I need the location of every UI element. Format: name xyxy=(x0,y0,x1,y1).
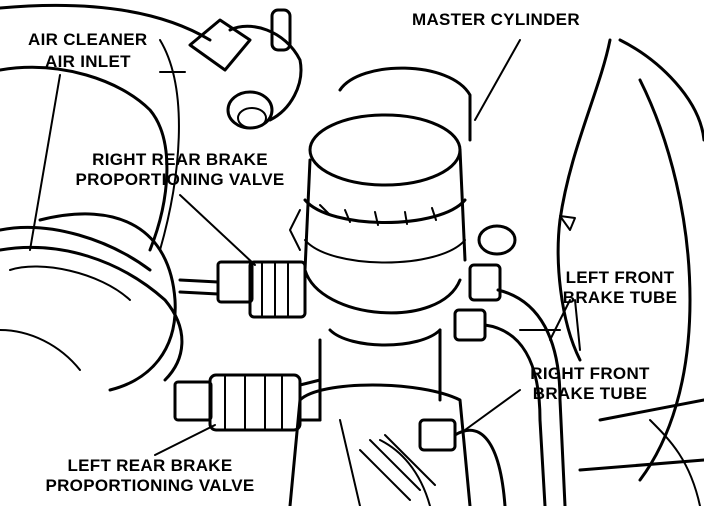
label-left-rear-valve: LEFT REAR BRAKE PROPORTIONING VALVE xyxy=(25,456,275,496)
label-left-rear-line2: PROPORTIONING VALVE xyxy=(45,476,255,495)
label-master-cylinder: MASTER CYLINDER xyxy=(412,10,580,30)
leader-master-cylinder xyxy=(474,39,521,121)
label-left-front-line2: BRAKE TUBE xyxy=(562,288,678,307)
label-right-front-tube: RIGHT FRONT BRAKE TUBE xyxy=(515,364,665,404)
label-air-cleaner: AIR CLEANER xyxy=(28,30,147,50)
label-air-cleaner-line1: AIR CLEANER xyxy=(28,30,148,49)
label-master-cylinder-text: MASTER CYLINDER xyxy=(412,10,580,29)
leader-left-front xyxy=(549,299,571,341)
label-left-front-line1: LEFT FRONT xyxy=(565,268,675,287)
label-right-rear-line1: RIGHT REAR BRAKE xyxy=(92,150,268,169)
air-cleaner-housing xyxy=(0,3,212,392)
leader-air-cleaner xyxy=(29,74,61,251)
brake-tube-fittings xyxy=(418,224,567,506)
leader-right-rear xyxy=(179,194,256,266)
label-right-front-line1: RIGHT FRONT xyxy=(530,364,650,383)
master-cylinder-body xyxy=(288,328,472,506)
leader-lines xyxy=(29,39,581,456)
leader-right-front xyxy=(464,389,521,431)
label-air-cleaner-line2: AIR INLET xyxy=(45,52,131,71)
right-rear-proportioning-valve xyxy=(178,260,307,319)
label-right-front-line2: BRAKE TUBE xyxy=(532,384,648,403)
label-right-rear-line2: PROPORTIONING VALVE xyxy=(75,170,285,189)
left-rear-proportioning-valve xyxy=(173,373,322,432)
label-left-front-tube: LEFT FRONT BRAKE TUBE xyxy=(545,268,695,308)
label-left-rear-line1: LEFT REAR BRAKE xyxy=(67,456,233,475)
air-inlet-tube xyxy=(188,8,303,130)
fender-panel xyxy=(556,38,704,506)
label-air-inlet: AIR INLET xyxy=(45,52,131,72)
master-cylinder-reservoir xyxy=(289,66,472,347)
label-right-rear-valve: RIGHT REAR BRAKE PROPORTIONING VALVE xyxy=(60,150,300,190)
leader-left-rear xyxy=(154,424,216,456)
leader-left-front-2 xyxy=(574,299,581,351)
